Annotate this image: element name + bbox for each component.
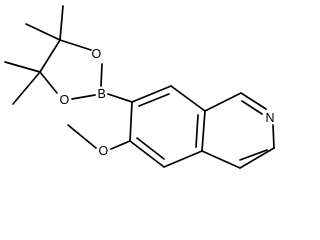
bond-ring-a-4: [163, 150, 203, 168]
dioxaborolane-ring: [39, 39, 103, 100]
atom-label-boron: B: [98, 87, 106, 101]
atom-label-oxygen-lower: O: [60, 93, 70, 107]
bond-o-lower-b: [71, 94, 96, 100]
bond-ring-a-3: [201, 110, 206, 152]
methoxy-group: [67, 124, 131, 150]
atom-label-nitrogen: N: [266, 111, 275, 125]
bond-o-upper-c: [59, 39, 92, 51]
methyl-groups: [4, 5, 64, 105]
bond-methyl-2: [25, 23, 61, 41]
bond-ring-b-2: [240, 92, 267, 110]
bond-ring-a-6: [129, 101, 133, 142]
bond-ring-a-double-2: [195, 114, 199, 148]
bond-b-o-upper: [100, 63, 103, 87]
bond-ring-b-1: [204, 92, 242, 112]
bond-ring-b-double-2: [239, 149, 268, 161]
bond-c-c-ring: [39, 39, 61, 73]
bond-ring-a-5: [129, 140, 165, 168]
benzene-ring: [129, 85, 206, 168]
bond-ring-a-double-1: [138, 93, 170, 107]
bond-o-methyl: [67, 124, 97, 149]
bond-methyl-3: [4, 61, 41, 73]
chemical-structure-diagram: B O O O N: [4, 5, 275, 169]
bond-ring-b-5: [201, 150, 241, 169]
bond-ring-a-2: [170, 85, 206, 112]
bond-ring-b-3: [272, 124, 275, 149]
atom-label-oxygen-methoxy: O: [99, 144, 109, 158]
bond-ring-b-double-1: [241, 100, 263, 115]
bond-c-o-lower: [39, 71, 58, 94]
pyridine-ring: [201, 92, 275, 169]
bond-aryl-o-methoxy: [110, 140, 131, 150]
bond-ring-b-4: [239, 147, 275, 169]
bond-b-aryl: [107, 93, 133, 103]
atom-label-oxygen-upper: O: [92, 47, 102, 61]
bond-ring-a-double-3: [136, 137, 165, 160]
bond-ring-a-1: [131, 85, 172, 103]
bond-methyl-4: [12, 71, 41, 105]
bond-methyl-1: [59, 5, 64, 41]
